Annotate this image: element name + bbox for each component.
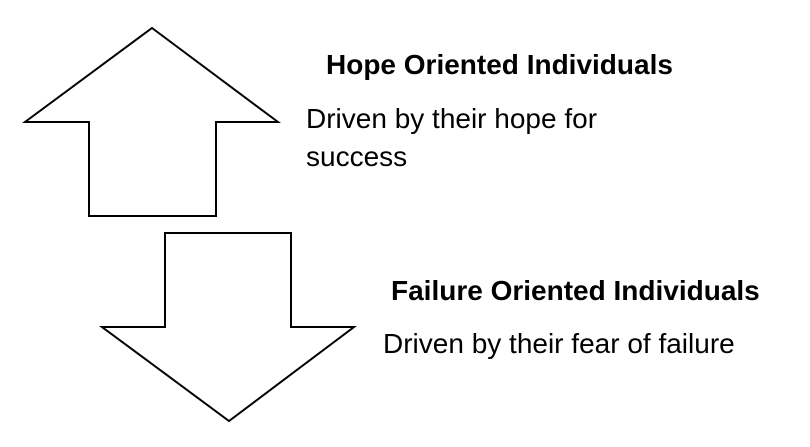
hope-title: Hope Oriented Individuals [326,49,673,80]
failure-description: Driven by their fear of failure [383,328,735,359]
up-arrow-icon [21,26,282,217]
down-arrow-icon [98,232,357,423]
hope-description: Driven by their hope for success [306,103,598,172]
failure-title: Failure Oriented Individuals [391,275,760,306]
